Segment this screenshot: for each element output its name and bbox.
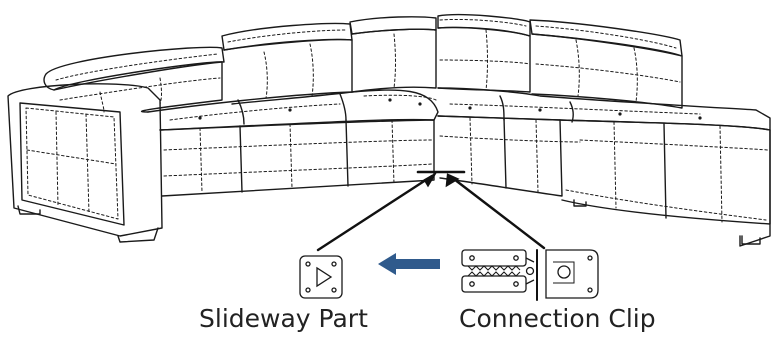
arrow-to-slideway-joint (316, 174, 434, 252)
sofa-headrests (43, 14, 683, 91)
pointer-arrows (316, 170, 546, 301)
sofa-left-arm (7, 83, 163, 243)
connection-clip-label: Connection Clip (459, 304, 656, 333)
connection-clip-icon (461, 249, 599, 299)
sofa-backrests (53, 26, 683, 113)
sofa-base (159, 115, 771, 247)
slideway-part-label: Slideway Part (199, 304, 368, 333)
arrow-to-clip-joint (448, 174, 546, 250)
slideway-part-icon (299, 255, 343, 299)
slide-direction-arrow-icon (378, 253, 440, 275)
